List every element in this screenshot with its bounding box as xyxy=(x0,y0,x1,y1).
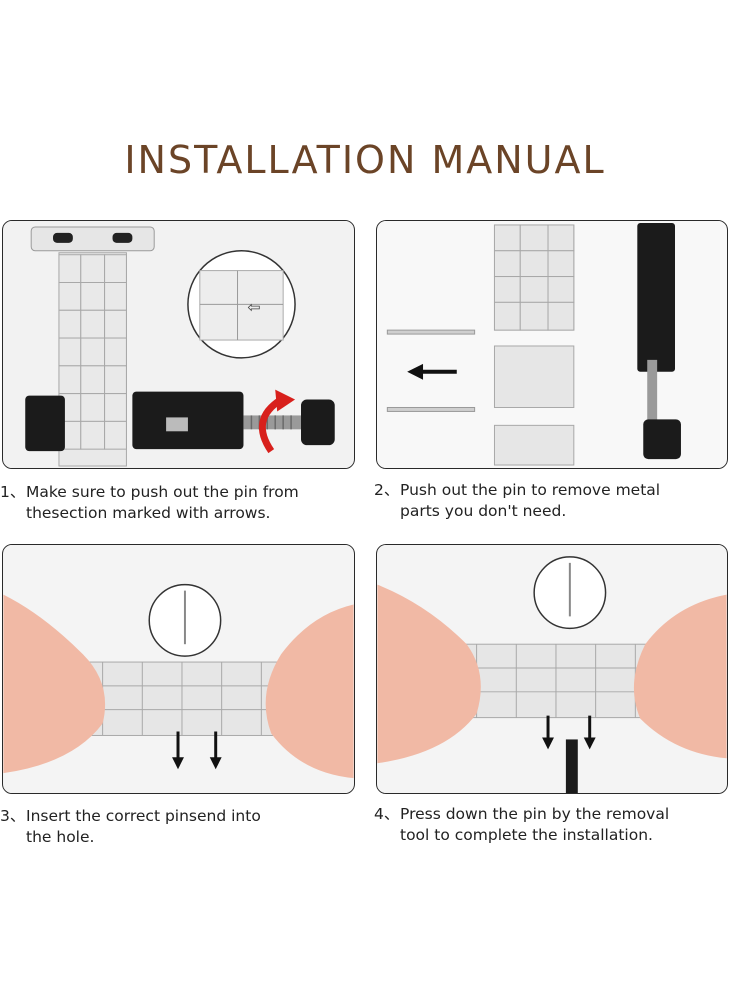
step-4-illustration xyxy=(376,544,728,794)
step-3-line-1: Insert the correct pinsend into xyxy=(26,807,261,825)
step-4-number: 4、 xyxy=(374,805,400,823)
step-3-number: 3、 xyxy=(0,807,26,825)
step-4-caption: 4、Press down the pin by the removal tool… xyxy=(374,804,669,846)
step-4-line-1: Press down the pin by the removal xyxy=(400,805,670,823)
step-1-caption: 1、Make sure to push out the pin from the… xyxy=(0,482,299,524)
svg-text:⇦: ⇦ xyxy=(247,297,260,316)
step-2-line-2: parts you don't need. xyxy=(400,502,567,520)
page-title: INSTALLATION MANUAL xyxy=(124,138,606,182)
step-3-illustration xyxy=(2,544,355,794)
step-3-line-2: the hole. xyxy=(26,828,95,846)
step-3-caption: 3、Insert the correct pinsend into the ho… xyxy=(0,806,261,848)
step-2-illustration xyxy=(376,220,728,469)
step-1-number: 1、 xyxy=(0,483,26,501)
hands-press-pin-image xyxy=(377,545,727,793)
links-removed-image xyxy=(377,221,727,468)
step-2-line-1: Push out the pin to remove metal xyxy=(400,481,661,499)
step-4-line-2: tool to complete the installation. xyxy=(400,826,653,844)
hands-insert-pin-image xyxy=(3,545,354,793)
step-1-line-2: thesection marked with arrows. xyxy=(26,504,271,522)
step-2-caption: 2、Push out the pin to remove metal parts… xyxy=(374,480,660,522)
step-2-number: 2、 xyxy=(374,481,400,499)
step-1-line-1: Make sure to push out the pin from xyxy=(26,483,299,501)
step-1-illustration: ⇦ xyxy=(2,220,355,469)
band-pin-removal-tool-image: ⇦ xyxy=(3,221,354,468)
